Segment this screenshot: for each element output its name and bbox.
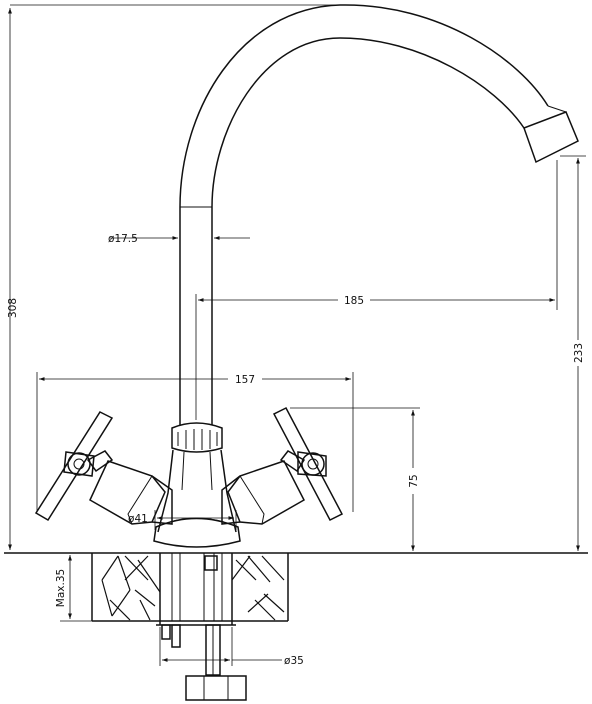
label-spout-height: 233	[573, 343, 585, 363]
dim-shank-diameter	[159, 627, 282, 666]
left-handle	[34, 411, 173, 525]
dim-overall-height	[8, 4, 340, 550]
dim-handle-height	[290, 407, 420, 551]
spout	[179, 4, 579, 208]
dim-spout-reach	[195, 160, 558, 420]
countertop-section	[91, 553, 289, 622]
mounting-shank	[156, 553, 247, 701]
central-body	[153, 422, 241, 548]
label-counter-thickness: Max.35	[55, 569, 67, 607]
label-handle-span: 157	[235, 374, 255, 386]
label-body-diameter: ø41	[128, 513, 148, 525]
spout-tube	[179, 207, 213, 425]
dim-spout-height	[560, 155, 586, 551]
dim-body-diameter	[154, 510, 237, 530]
label-shank-diameter: ø35	[284, 655, 304, 667]
label-handle-height: 75	[408, 474, 420, 487]
label-spout-reach: 185	[344, 295, 364, 307]
label-spout-diameter: ø17.5	[108, 233, 138, 245]
dim-counter-thickness	[60, 555, 92, 622]
dim-handle-span	[36, 372, 354, 512]
label-overall-height: 308	[7, 298, 19, 318]
right-handle	[221, 407, 344, 525]
